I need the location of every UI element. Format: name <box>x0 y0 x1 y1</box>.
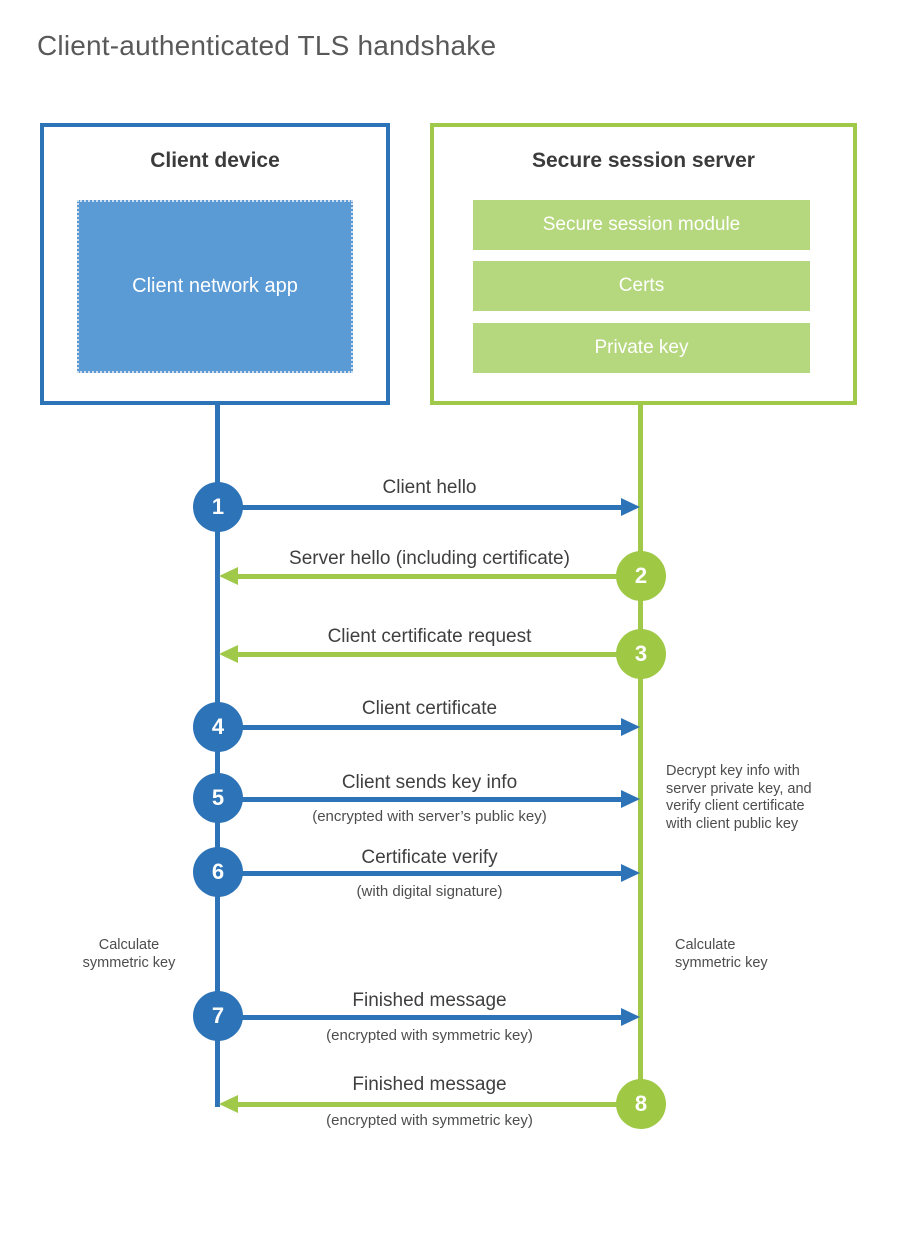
server-module-private-key: Private key <box>473 323 810 373</box>
step1-number-badge: 1 <box>193 482 243 532</box>
step2-arrowhead-icon <box>219 567 238 585</box>
step5-arrowhead-icon <box>621 790 640 808</box>
client-network-app-box: Client network app <box>77 200 353 373</box>
secure-session-server-title: Secure session server <box>532 149 755 172</box>
step3-arrowhead-icon <box>219 645 238 663</box>
server-module-secure-session-module: Secure session module <box>473 200 810 250</box>
step7-label: Finished message <box>352 990 507 1011</box>
client-device-title: Client device <box>150 149 280 172</box>
step1-arrow-line <box>218 505 622 510</box>
step4-label: Client certificate <box>361 698 498 719</box>
step1-label: Client hello <box>382 477 477 498</box>
step2-label: Server hello (including certificate) <box>289 548 570 569</box>
client-lifeline <box>215 405 220 1107</box>
step8-arrow-line <box>238 1102 641 1107</box>
step8-arrowhead-icon <box>219 1095 238 1113</box>
step7-arrow-line <box>218 1015 622 1020</box>
step4-arrow-line <box>218 725 622 730</box>
step6-arrow-line <box>218 871 622 876</box>
step5-number-badge: 5 <box>193 773 243 823</box>
step3-label: Client certificate request <box>327 626 532 647</box>
step3-arrow-line <box>238 652 641 657</box>
step4-arrowhead-icon <box>621 718 640 736</box>
page-title: Client-authenticated TLS handshake <box>37 30 497 61</box>
step3-number-badge: 3 <box>616 629 666 679</box>
server-module-certs: Certs <box>473 261 810 311</box>
step8-number-badge: 8 <box>616 1079 666 1129</box>
step2-arrow-line <box>238 574 641 579</box>
step6-label: Certificate verify <box>361 847 498 868</box>
step6-number-badge: 6 <box>193 847 243 897</box>
step8-label: Finished message <box>352 1074 507 1095</box>
server-lifeline <box>638 405 643 1110</box>
calculate-symmetric-key-right: Calculate symmetric key <box>675 937 768 971</box>
step1-arrowhead-icon <box>621 498 640 516</box>
step5-sublabel: (encrypted with server’s public key) <box>312 808 547 825</box>
calculate-symmetric-key-left: Calculate symmetric key <box>82 937 176 971</box>
step2-number-badge: 2 <box>616 551 666 601</box>
step7-arrowhead-icon <box>621 1008 640 1026</box>
step7-sublabel: (encrypted with symmetric key) <box>326 1027 533 1044</box>
step8-sublabel: (encrypted with symmetric key) <box>326 1112 533 1129</box>
secure-session-server-box: Secure session server Secure session mod… <box>430 123 857 405</box>
decrypt-key-note: Decrypt key info with server private key… <box>666 763 812 833</box>
client-device-box: Client device Client network app <box>40 123 390 405</box>
step5-label: Client sends key info <box>341 772 518 793</box>
step6-sublabel: (with digital signature) <box>356 883 503 900</box>
step5-arrow-line <box>218 797 622 802</box>
step7-number-badge: 7 <box>193 991 243 1041</box>
step4-number-badge: 4 <box>193 702 243 752</box>
step6-arrowhead-icon <box>621 864 640 882</box>
